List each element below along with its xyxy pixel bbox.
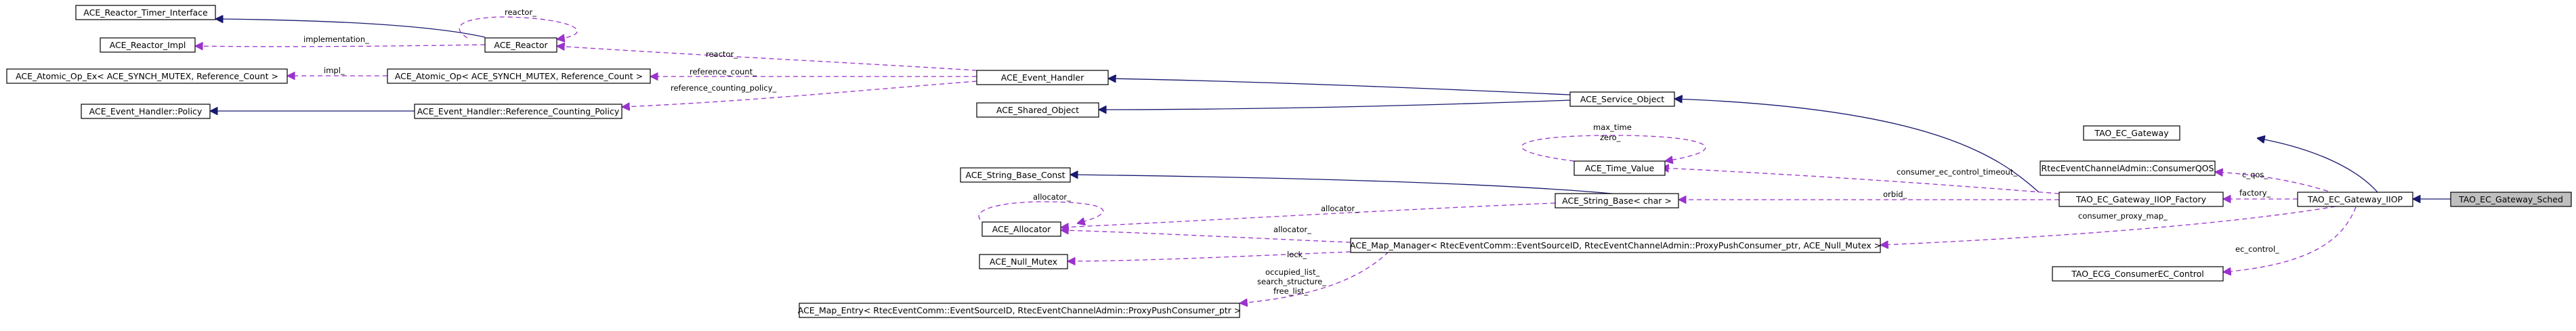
node-atomic-op[interactable]: ACE_Atomic_Op< ACE_SYNCH_MUTEX, Referenc… (387, 68, 651, 84)
svg-text:TAO_ECG_ConsumerEC_Control: TAO_ECG_ConsumerEC_Control (2071, 269, 2203, 279)
svg-text:ACE_Reactor_Impl: ACE_Reactor_Impl (110, 40, 186, 50)
label-free-list: free_list_ (1273, 286, 1308, 296)
node-time-value[interactable]: ACE_Time_Value (1574, 160, 1666, 176)
label-max-time: max_time (1593, 123, 1632, 132)
label-allocator-self: allocator_ (1033, 192, 1071, 202)
svg-text:ACE_Reactor: ACE_Reactor (494, 40, 548, 50)
node-atomic-op-ex[interactable]: ACE_Atomic_Op_Ex< ACE_SYNCH_MUTEX, Refer… (6, 68, 288, 84)
edge-timevalue-self (1521, 135, 1706, 161)
edge-service-to-shared (1099, 100, 1571, 110)
edge-eh-to-refpolicy (622, 81, 977, 107)
node-consumer-qos[interactable]: RtecEventChannelAdmin::ConsumerQOS (2040, 160, 2216, 176)
svg-text:TAO_EC_Gateway_IIOP: TAO_EC_Gateway_IIOP (2307, 194, 2403, 204)
label-allocator-mm: allocator_ (1273, 225, 1311, 234)
edge-reactor-self (459, 16, 578, 39)
svg-text:ACE_Null_Mutex: ACE_Null_Mutex (990, 257, 1057, 267)
node-event-handler[interactable]: ACE_Event_Handler (976, 70, 1109, 85)
edge-mapmgr-to-allocator (1061, 230, 1351, 243)
label-c-qos: c_qos_ (2242, 170, 2268, 179)
edge-iiop-to-gateway (2257, 138, 2378, 193)
svg-text:ACE_Atomic_Op< ACE_SYNCH_MUTEX: ACE_Atomic_Op< ACE_SYNCH_MUTEX, Referenc… (395, 71, 643, 81)
node-service-object[interactable]: ACE_Service_Object (1569, 91, 1675, 107)
svg-text:ACE_String_Base_Const: ACE_String_Base_Const (965, 170, 1065, 180)
node-ecg-consumer-ec-control[interactable]: TAO_ECG_ConsumerEC_Control (2052, 266, 2224, 282)
label-impl: impl_ (324, 66, 345, 75)
label-reactor-self: reactor_ (505, 7, 536, 17)
label-implementation: implementation_ (303, 35, 369, 44)
svg-text:ACE_Reactor_Timer_Interface: ACE_Reactor_Timer_Interface (83, 7, 208, 18)
label-factory: factory_ (2239, 188, 2271, 198)
svg-text:ACE_Event_Handler: ACE_Event_Handler (1001, 72, 1084, 83)
label-reference-count: reference_count_ (690, 67, 757, 76)
svg-text:ACE_Map_Entry< RtecEventComm::: ACE_Map_Entry< RtecEventComm::EventSourc… (798, 305, 1242, 315)
edge-stringbase-to-allocator (1061, 202, 1556, 227)
label-consumer-proxy-map: consumer_proxy_map_ (2078, 211, 2168, 221)
svg-text:ACE_Event_Handler::Reference_C: ACE_Event_Handler::Reference_Counting_Po… (417, 106, 620, 116)
nodes: ACE_Reactor_Timer_Interface ACE_Reactor_… (6, 5, 2572, 318)
edge-reactor-to-timer-interface (215, 19, 486, 38)
svg-text:RtecEventChannelAdmin::Consume: RtecEventChannelAdmin::ConsumerQOS (2042, 163, 2214, 173)
node-reference-counting-policy[interactable]: ACE_Event_Handler::Reference_Counting_Po… (414, 104, 622, 119)
label-consumer-ec-control-timeout: consumer_ec_control_timeout_ (1897, 167, 2017, 177)
svg-text:TAO_EC_Gateway: TAO_EC_Gateway (2094, 128, 2169, 138)
edge-iiop-to-eccontrol (2223, 206, 2357, 272)
svg-text:ACE_Event_Handler::Policy: ACE_Event_Handler::Policy (89, 106, 203, 116)
edge-iiop-to-qos (2215, 172, 2336, 194)
node-gateway-iiop[interactable]: TAO_EC_Gateway_IIOP (2297, 192, 2413, 207)
node-map-manager[interactable]: ACE_Map_Manager< RtecEventComm::EventSou… (1350, 238, 1881, 253)
svg-text:ACE_String_Base< char >: ACE_String_Base< char > (1562, 196, 1672, 206)
node-reactor[interactable]: ACE_Reactor (484, 37, 557, 53)
node-null-mutex[interactable]: ACE_Null_Mutex (979, 254, 1068, 269)
svg-text:ACE_Map_Manager< RtecEventComm: ACE_Map_Manager< RtecEventComm::EventSou… (1350, 240, 1881, 250)
label-reactor-eh: reactor_ (706, 49, 738, 59)
svg-text:TAO_EC_Gateway_IIOP_Factory: TAO_EC_Gateway_IIOP_Factory (2075, 194, 2207, 204)
node-string-base[interactable]: ACE_String_Base< char > (1555, 193, 1679, 208)
label-refpolicy: reference_counting_policy_ (671, 83, 776, 93)
node-event-handler-policy[interactable]: ACE_Event_Handler::Policy (81, 104, 211, 119)
edge-factory-to-timevalue (1661, 168, 2060, 194)
edge-allocator-self (978, 201, 1104, 225)
node-reactor-impl[interactable]: ACE_Reactor_Impl (100, 37, 196, 53)
svg-text:TAO_EC_Gateway_Sched: TAO_EC_Gateway_Sched (2458, 194, 2563, 204)
edge-reactor-to-impl (195, 45, 486, 47)
edges: reactor_ implementation_ impl_ reactor_ … (195, 7, 2451, 303)
edge-mapmgr-to-mapentry (1240, 251, 1389, 303)
node-gateway-sched[interactable]: TAO_EC_Gateway_Sched (2450, 192, 2572, 207)
edge-service-to-eh (1108, 79, 1571, 95)
edge-stringbase-to-const (1070, 175, 1613, 194)
node-string-base-const[interactable]: ACE_String_Base_Const (960, 167, 1071, 183)
label-lock: lock_ (1287, 250, 1307, 259)
edge-mapmgr-to-nullmutex (1068, 251, 1351, 261)
node-tao-ec-gateway[interactable]: TAO_EC_Gateway (2083, 125, 2180, 141)
node-gateway-iiop-factory[interactable]: TAO_EC_Gateway_IIOP_Factory (2058, 192, 2224, 207)
label-orbid: orbid_ (1883, 190, 1907, 199)
label-ec-control: ec_control_ (2235, 244, 2279, 254)
edge-eh-to-reactor (557, 46, 977, 71)
edge-factory-to-service (1674, 99, 2040, 193)
svg-text:ACE_Time_Value: ACE_Time_Value (1585, 163, 1655, 173)
label-zero: zero_ (1600, 133, 1621, 142)
label-occupied-list: occupied_list_ (1265, 267, 1319, 277)
svg-text:ACE_Allocator: ACE_Allocator (992, 224, 1051, 234)
label-search-structure: search_structure_ (1257, 277, 1326, 286)
edge-iiop-to-mapmgr (1880, 206, 2336, 245)
svg-text:ACE_Service_Object: ACE_Service_Object (1580, 94, 1664, 104)
node-shared-object[interactable]: ACE_Shared_Object (976, 102, 1099, 118)
svg-text:ACE_Shared_Object: ACE_Shared_Object (996, 105, 1079, 115)
node-reactor-timer-interface[interactable]: ACE_Reactor_Timer_Interface (75, 5, 216, 20)
node-map-entry[interactable]: ACE_Map_Entry< RtecEventComm::EventSourc… (798, 303, 1242, 318)
node-allocator[interactable]: ACE_Allocator (981, 221, 1061, 237)
label-allocator-sb: allocator_ (1321, 204, 1359, 213)
svg-text:ACE_Atomic_Op_Ex< ACE_SYNCH_MU: ACE_Atomic_Op_Ex< ACE_SYNCH_MUTEX, Refer… (16, 71, 278, 81)
